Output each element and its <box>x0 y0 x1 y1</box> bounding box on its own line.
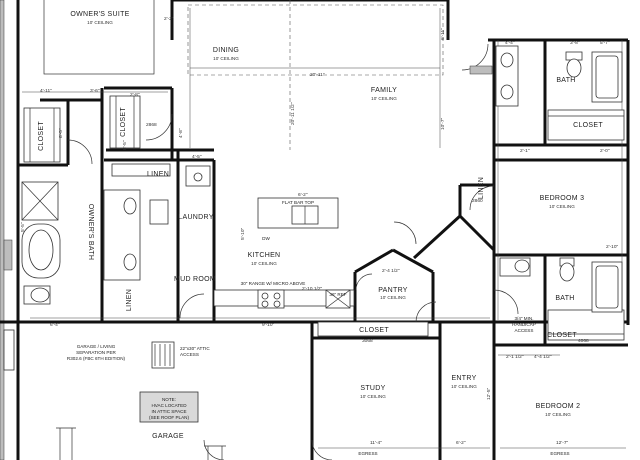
dim-label: 6'-11" <box>440 28 446 40</box>
dim-label: 8'-5" <box>122 140 128 150</box>
dim-label: 4'-8" <box>178 128 184 138</box>
room-bedroom-2: BEDROOM 2 <box>536 403 581 410</box>
note-hvac-3: IN ATTIC SPACE <box>151 409 186 414</box>
note-handicap-2: HANDICAP <box>512 322 536 327</box>
dim-label: 2'-4 1/2" <box>382 268 400 274</box>
dim-label: 2868 <box>146 122 157 128</box>
room-owners-bath: OWNER'S BATH <box>87 204 94 261</box>
note-hvac-1: NOTE: <box>162 397 176 402</box>
note-handicap-3: ACCESS <box>515 328 534 333</box>
notes: GARAGE / LIVING SEPARATION PER R302.6 (F… <box>67 200 570 456</box>
room-bath-top: BATH <box>556 77 575 84</box>
room-kitchen: KITCHEN <box>248 252 281 259</box>
room-closet-bath-top: CLOSET <box>573 122 603 129</box>
note-flat-bar-top: FLAT BAR TOP <box>282 200 314 205</box>
note-garage-sep-2: SEPARATION PER <box>76 350 116 355</box>
dim-label: 5'-5" <box>20 222 26 232</box>
dim-label: 12'-7" <box>556 440 569 446</box>
room-bedroom-3: BEDROOM 3 <box>540 195 585 202</box>
ceiling-dining: 10' CEILING <box>213 56 239 61</box>
ceiling-bedroom-2: 10' CEILING <box>545 412 571 417</box>
note-garage-sep-1: GARAGE / LIVING <box>77 344 116 349</box>
room-closet-study: CLOSET <box>359 327 389 334</box>
dim-label: 6'-2" <box>298 192 308 198</box>
dim-label: 6'-4" <box>50 322 60 328</box>
room-closet-os-mid: CLOSET <box>120 107 127 137</box>
dim-label: 4'-4 1/2" <box>534 354 552 360</box>
dim-label: 2'-1 1/2" <box>506 354 524 360</box>
dimension-labels: 2'-2" 2'-8" 20'-11" 20'-11 1/2" 10'-7" 6… <box>20 16 619 446</box>
room-study: STUDY <box>360 385 385 392</box>
dim-label: 20'-11 1/2" <box>290 102 296 125</box>
dim-label: 2'-1" <box>520 148 530 154</box>
dim-label: 8'-5" <box>58 128 64 138</box>
dim-label: 3068 <box>362 338 373 344</box>
room-labels: OWNER'S SUITE 10' CEILING DINING 10' CEI… <box>38 11 603 440</box>
dim-label: 2860 <box>472 198 483 204</box>
note-garage-sep-3: R302.6 (FBC 6TH EDITION) <box>67 356 126 361</box>
dim-label: 2'-10" <box>606 244 619 250</box>
dim-label: 4'-4" <box>505 40 515 46</box>
note-ref: 36" REF <box>329 292 346 297</box>
dim-label: 10'-7" <box>440 117 446 130</box>
dim-label: 5'-10" <box>240 227 246 240</box>
room-owners-suite: OWNER'S SUITE <box>70 11 129 18</box>
dim-label: 12'-5" <box>486 387 492 400</box>
room-closet-os-left: CLOSET <box>38 121 45 151</box>
ceiling-entry: 10' CEILING <box>451 384 477 389</box>
room-linen-left: LINEN <box>147 171 169 178</box>
note-egress-bed2: EGRESS <box>550 451 569 456</box>
room-family: FAMILY <box>371 87 397 94</box>
room-bath-bottom: BATH <box>555 295 574 302</box>
ceiling-bedroom-3: 10' CEILING <box>549 204 575 209</box>
room-dining: DINING <box>213 47 239 54</box>
ceiling-pantry: 10' CEILING <box>380 295 406 300</box>
dim-label: 6'-2" <box>456 440 466 446</box>
note-attic-2: ACCESS <box>180 352 199 357</box>
room-mudroom: MUD ROOM <box>174 276 216 283</box>
door-swings <box>67 43 519 460</box>
room-pantry: PANTRY <box>378 287 408 294</box>
dim-label: 5'-7" <box>600 40 610 46</box>
dim-label: 4'-11" <box>40 88 52 94</box>
ceiling-study: 10' CEILING <box>360 394 386 399</box>
dim-label: 2'-10 1/2" <box>302 286 323 292</box>
room-entry: ENTRY <box>451 375 476 382</box>
room-linen-bed3: LINEN <box>478 177 485 199</box>
note-handicap-1: 3/4" MIN. <box>515 316 534 321</box>
dim-label: 9'-10" <box>262 322 275 328</box>
room-garage: GARAGE <box>152 433 184 440</box>
ceiling-owners-suite: 10' CEILING <box>87 20 113 25</box>
dim-label: 3'-8" <box>570 40 580 46</box>
note-hvac-2: HVAC LOCATED <box>151 403 187 408</box>
dim-label: 3'-6" <box>90 88 100 94</box>
room-closet-bath-bottom: CLOSET <box>547 332 577 339</box>
dim-label: 2'-2" <box>164 16 174 22</box>
note-hvac-4: (SEE ROOF PLAN) <box>149 415 190 420</box>
dim-label: 20'-11" <box>310 72 325 78</box>
note-range: 30" RANGE W/ MICRO ABOVE <box>241 281 306 286</box>
dim-label: 2'-0" <box>600 148 610 154</box>
dim-label: 4'-5" <box>192 154 202 160</box>
note-attic-1: 22"x30" ATTIC <box>180 346 210 351</box>
note-egress-study: EGRESS <box>358 451 377 456</box>
room-linen-mud: LINEN <box>126 289 133 311</box>
note-dw: DW <box>262 236 270 241</box>
dim-label: 4068 <box>578 338 589 344</box>
ceiling-kitchen: 10' CEILING <box>251 261 277 266</box>
dim-label: 11'-4" <box>370 440 382 446</box>
room-laundry: LAUNDRY <box>178 214 213 221</box>
ceiling-family: 10' CEILING <box>371 96 397 101</box>
dim-label: 2'-8" <box>130 92 140 98</box>
